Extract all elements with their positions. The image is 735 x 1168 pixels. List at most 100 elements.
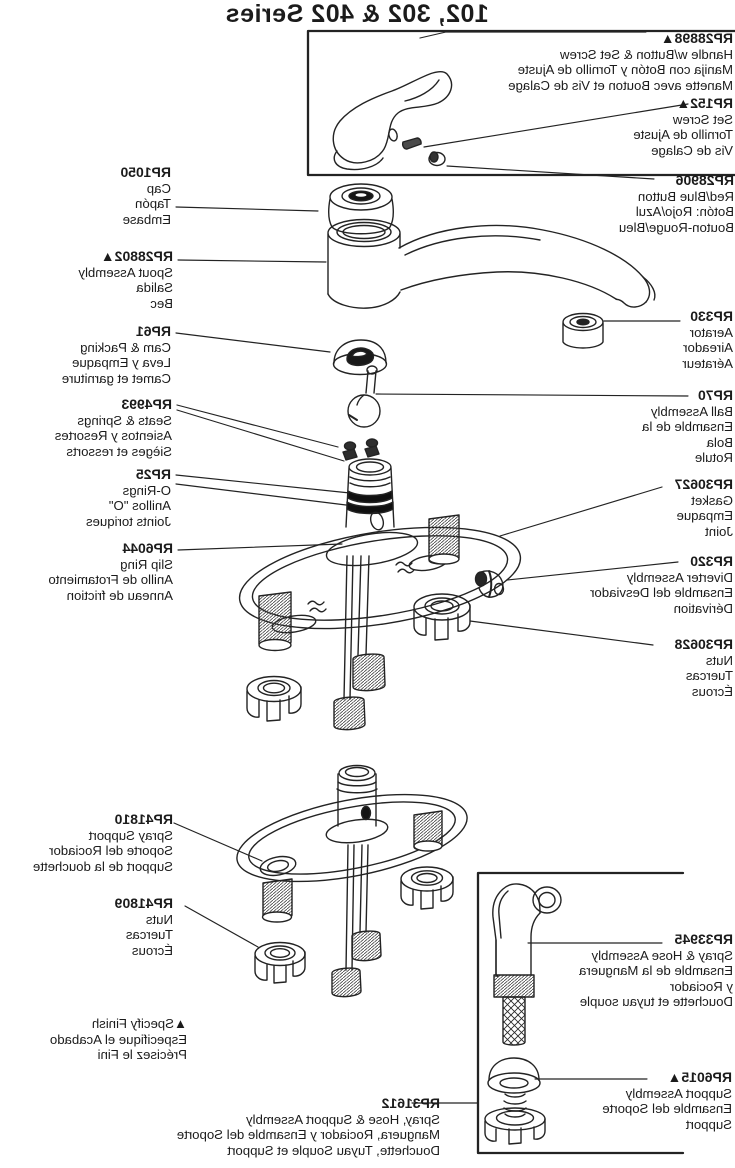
part-desc: Diverter Assembly xyxy=(626,569,733,585)
part-desc: Écrous xyxy=(691,683,733,699)
mounting-nut-drawing xyxy=(246,593,471,722)
part-desc: Douchette, Tuyau Souple et Support xyxy=(227,1142,440,1158)
supply-tubes-drawing xyxy=(333,555,386,731)
lower-mounting-nut-drawing xyxy=(254,866,454,984)
leader-lines xyxy=(173,31,689,1104)
part-desc: Bola xyxy=(706,434,733,450)
part-label-rp6044: RP6044 Slip Ring Anillo de Frotamiento A… xyxy=(48,540,173,603)
part-label-rp28906: RP28906 Red/Blue Button Botón: Rojo/Azul… xyxy=(618,172,734,235)
part-desc: Ensamble del Desviador xyxy=(590,585,733,601)
lower-valve-body-drawing xyxy=(325,764,389,844)
part-number: RP1050 xyxy=(120,164,171,180)
part-number: RP30627 xyxy=(674,476,733,492)
part-desc: Slip Ring xyxy=(120,556,173,572)
part-label-rp41809: RP41809 Nuts Tuercas Écrous xyxy=(114,895,173,958)
part-label-rp152: RP152▲ Set Screw Tornillo de Ajuste Vis … xyxy=(633,95,733,158)
part-desc: Nuts xyxy=(145,911,173,927)
part-desc: Seats & Springs xyxy=(77,412,172,428)
part-desc: Anneau de friction xyxy=(66,587,173,603)
part-desc: Écrous xyxy=(131,942,173,958)
part-desc: Leva y Empaque xyxy=(72,355,171,371)
part-desc: Soporte del Rociador xyxy=(49,843,173,859)
part-number: RP41809 xyxy=(114,895,173,911)
part-desc: Douchette et tuyau souple xyxy=(579,994,733,1010)
part-desc: Embase xyxy=(122,211,171,227)
part-label-rp28802: RP28802▲ Spout Assembly Salida Bec xyxy=(78,248,173,311)
note-line: ▲Specify Finish xyxy=(91,1016,187,1031)
cam-packing-drawing xyxy=(332,339,388,376)
lower-supply-tubes-drawing xyxy=(331,844,382,998)
part-desc: Nuts xyxy=(705,652,733,668)
part-desc: Joint xyxy=(705,523,733,539)
part-desc: Anillos "O" xyxy=(108,498,171,514)
part-desc: Manija con Botón y Tornillo de Ajuste xyxy=(517,62,733,78)
part-number: RP28906 xyxy=(675,172,734,188)
part-number: RP320 xyxy=(690,553,733,569)
part-desc: Manguera, Rociador y Ensamble del Soport… xyxy=(176,1127,440,1143)
part-label-rp28898: RP28898▲ Handle w/Button & Set Screw Man… xyxy=(508,30,733,93)
escutcheon-plate-drawing xyxy=(238,526,522,634)
part-number: RP330 xyxy=(690,308,733,324)
part-desc: Dérivation xyxy=(673,600,733,616)
part-label-rp33945: RP33945 Spray & Hose Assembly Ensamble d… xyxy=(579,931,733,1010)
part-desc: Asientos y Resortes xyxy=(54,428,172,444)
part-desc: Support de la douchette xyxy=(32,858,173,874)
handle-drawing xyxy=(332,71,453,171)
valve-body-orings-drawing xyxy=(345,458,395,531)
part-desc: Salida xyxy=(136,280,173,296)
part-label-rp1050: RP1050 Cap Tapón Embase xyxy=(120,164,171,227)
part-desc: Set Screw xyxy=(672,111,733,127)
part-desc: Ball Assembly xyxy=(650,403,733,419)
note-line: Précisez le Fini xyxy=(97,1047,187,1063)
part-number: RP28802▲ xyxy=(100,248,173,264)
part-number: RP70 xyxy=(697,387,733,403)
spout-assembly-drawing xyxy=(327,218,656,309)
part-desc: Support Assembly xyxy=(625,1085,732,1101)
part-desc: Gasket xyxy=(691,492,733,508)
part-desc: Ensamble de la Manguera xyxy=(579,963,733,979)
part-desc: Tornillo de Ajuste xyxy=(633,127,733,143)
seats-springs-drawing xyxy=(342,438,380,461)
part-number: RP6015▲ xyxy=(667,1069,732,1085)
set-screw-drawing xyxy=(401,137,422,150)
part-desc: Handle w/Button & Set Screw xyxy=(560,46,733,62)
part-desc: Tuercas xyxy=(125,927,173,943)
part-label-rp4993: RP4993 Seats & Springs Asientos y Resort… xyxy=(54,396,172,459)
part-desc: Bec xyxy=(150,295,173,311)
part-desc: Spray & Hose Assembly xyxy=(591,947,733,963)
part-desc: Aerator xyxy=(689,324,733,340)
ball-assembly-drawing xyxy=(347,365,381,428)
part-number: RP31612 xyxy=(381,1095,440,1111)
part-desc: Bouton-Rouge/Bleu xyxy=(618,219,734,235)
part-label-rp70: RP70 Ball Assembly Ensamble de la Bola R… xyxy=(642,387,733,466)
note-line: Especifique el Acabado xyxy=(49,1031,187,1047)
part-desc: Rotule xyxy=(694,450,733,466)
part-desc: Spray, Hose & Support Assembly xyxy=(246,1111,440,1127)
part-number: RP33945 xyxy=(674,931,733,947)
part-label-rp30627: RP30627 Gasket Empaque Joint xyxy=(674,476,733,539)
part-desc: Aérateur xyxy=(682,355,733,371)
part-desc: Spray Support xyxy=(88,827,173,843)
part-desc: Camet et garniture xyxy=(61,370,171,386)
part-desc: O-Rings xyxy=(122,482,171,498)
part-desc: Sièges et ressorts xyxy=(66,443,172,459)
diverter-drawing xyxy=(474,570,505,598)
part-desc: Red/Blue Button xyxy=(637,188,734,204)
part-label-rp31612: RP31612 Spray, Hose & Support Assembly M… xyxy=(176,1095,440,1158)
part-label-rp61: RP61 Cam & Packing Leva y Empaque Camet … xyxy=(61,323,171,386)
part-label-rp30628: RP30628 Nuts Tuercas Écrous xyxy=(674,636,733,699)
sprayer-inset-box xyxy=(476,871,685,1155)
part-number: RP25 xyxy=(135,466,171,482)
part-label-rp6015: RP6015▲ Support Assembly Ensamble del So… xyxy=(602,1069,732,1132)
part-number: RP30628 xyxy=(674,636,733,652)
part-desc: y Rociador xyxy=(669,978,733,994)
part-desc: Ensamble del Soporte xyxy=(602,1101,732,1117)
part-number: RP28898▲ xyxy=(660,30,733,46)
specify-finish-note: ▲Specify Finish Especifique el Acabado P… xyxy=(50,1016,187,1063)
aerator-drawing xyxy=(562,312,604,349)
lower-escutcheon-plate-drawing xyxy=(236,793,468,883)
handle-inset-box xyxy=(306,29,735,177)
